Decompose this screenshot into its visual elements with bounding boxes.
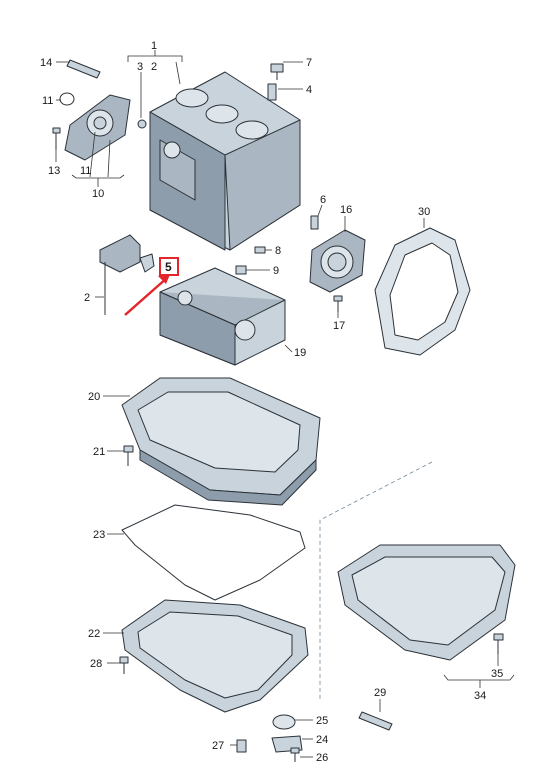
rear-seal-flange: [309, 229, 366, 293]
oil-pan-gasket: [121, 504, 306, 601]
sensor-14: [66, 59, 101, 79]
callout-3: 3: [137, 61, 143, 73]
dowel-6: [310, 215, 319, 230]
intermediate-plate: [374, 227, 471, 356]
dowel-8: [254, 246, 266, 254]
bolt-21: [123, 445, 134, 466]
bolt-26: [290, 747, 300, 762]
upper-oil-pan: [121, 377, 321, 506]
callout-2-left: 2: [84, 292, 90, 304]
callout-6: 6: [320, 194, 326, 206]
callout-8: 8: [275, 245, 281, 257]
alt-oil-pan-assembly: [319, 461, 516, 700]
callout-13: 13: [48, 165, 60, 177]
callout-7: 7: [306, 57, 312, 69]
bolt-13: [52, 127, 61, 150]
callout-17: 17: [333, 320, 345, 332]
highlight-label: 5: [165, 260, 172, 274]
lower-oil-pan: [121, 599, 309, 713]
callout-21: 21: [93, 446, 105, 458]
callout-28: 28: [90, 658, 102, 670]
callout-23: 23: [93, 529, 105, 541]
plug-3: [137, 119, 147, 129]
callout-14: 14: [40, 57, 52, 69]
callout-20: 20: [88, 391, 100, 403]
engine-block: [149, 71, 301, 251]
main-bearing-cap: [99, 234, 141, 315]
callout-24: 24: [316, 734, 328, 746]
callout-2-top: 2: [151, 61, 157, 73]
callout-35: 35: [491, 668, 503, 680]
balance-shaft-module: [159, 267, 286, 366]
callout-34: 34: [474, 690, 486, 702]
bolt-17: [333, 295, 343, 312]
callout-30: 30: [418, 206, 430, 218]
drain-plug-27: [236, 739, 247, 753]
seal-25: [272, 714, 296, 730]
bolt-28: [119, 656, 129, 674]
callout-1: 1: [151, 40, 157, 52]
oil-spray-jet-5: [139, 253, 155, 273]
callout-19: 19: [294, 347, 306, 359]
callout-11-lower: 11: [80, 165, 91, 177]
bolt-7: [270, 63, 284, 80]
sensor-29: [358, 711, 393, 731]
callout-16: 16: [340, 204, 352, 216]
callout-10: 10: [92, 188, 104, 200]
callout-labels: 1 3 2 14 11 13 11 10 7 4 6 16 30 8 9 17 …: [40, 40, 503, 764]
callout-27: 27: [212, 740, 224, 752]
callout-9: 9: [273, 265, 279, 277]
bolt-35: [493, 633, 504, 654]
callout-11-upper: 11: [42, 95, 53, 107]
callout-26: 26: [316, 752, 328, 764]
callout-22: 22: [88, 628, 100, 640]
callout-4: 4: [306, 84, 312, 96]
leader-lines: [55, 50, 515, 758]
highlight-box-5[interactable]: 5: [159, 257, 179, 276]
dowel-9: [235, 265, 247, 275]
dowel-4: [267, 83, 277, 101]
callout-25: 25: [316, 715, 328, 727]
callout-29: 29: [374, 687, 386, 699]
front-seal-flange: [59, 92, 131, 161]
